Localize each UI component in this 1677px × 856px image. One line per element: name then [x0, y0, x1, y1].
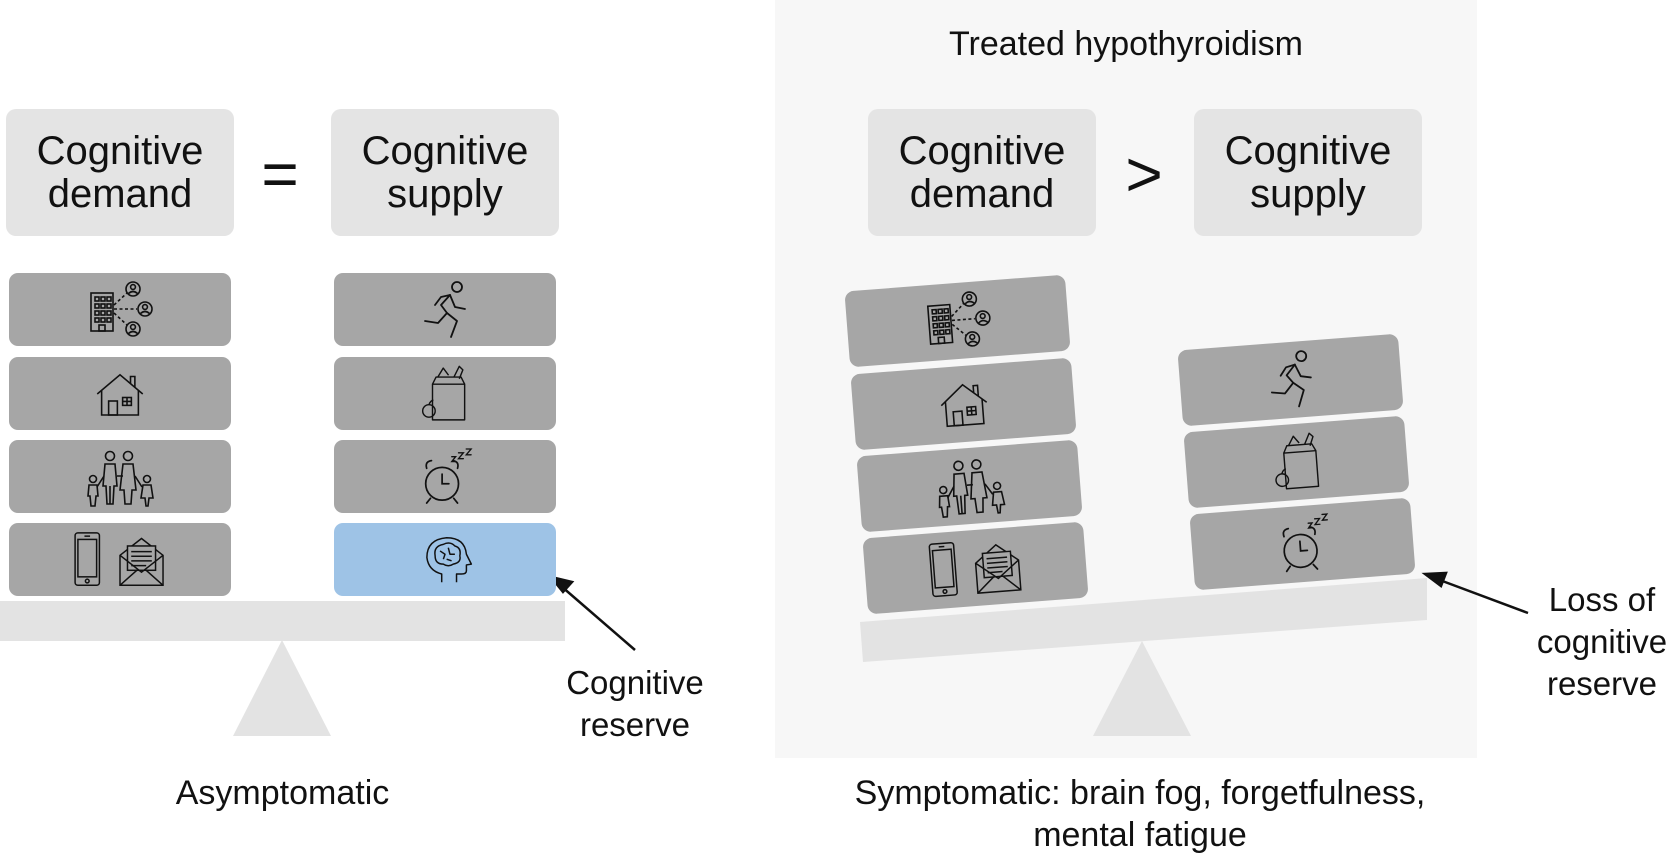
supply-block-nutrition	[334, 357, 556, 430]
label-line: supply	[387, 171, 503, 216]
left-caption: Asymptomatic	[175, 774, 390, 812]
supply-block-sleep	[334, 440, 556, 513]
left-fulcrum	[233, 640, 331, 736]
work-network-icon	[90, 280, 153, 337]
supply-block-cognitive-reserve	[334, 523, 556, 596]
right-greater-than-operator: >	[1125, 138, 1163, 210]
label-line: Cognitive	[1224, 128, 1392, 173]
running-icon	[1267, 349, 1314, 410]
family-icon	[934, 457, 1006, 519]
alarm-clock-icon	[424, 447, 472, 504]
demand-block-family	[9, 440, 231, 513]
brain-head-icon	[426, 536, 473, 583]
cognitive-reserve-annotation: Cognitive reserve	[545, 662, 725, 746]
house-icon	[938, 382, 989, 428]
right-caption: Symptomatic: brain fog, forgetfulness, m…	[800, 772, 1480, 856]
house-icon	[96, 373, 144, 416]
groceries-icon	[421, 365, 466, 421]
label-line: supply	[1250, 171, 1366, 216]
annotation-line: Loss of	[1548, 581, 1656, 618]
annotation-line: Cognitive	[566, 664, 704, 701]
label-line: Cognitive	[898, 128, 1066, 173]
annotation-line: cognitive	[1536, 623, 1668, 660]
groceries-icon	[1271, 432, 1319, 491]
right-seesaw-beam	[860, 578, 1427, 662]
left-annotation-arrow	[547, 574, 636, 651]
left-seesaw-beam	[0, 601, 565, 641]
right-panel-title: Treated hypothyroidism	[948, 25, 1303, 63]
demand-block-home	[9, 357, 231, 430]
annotation-line: reserve	[1546, 665, 1658, 702]
alarm-clock-icon	[1280, 513, 1332, 573]
supply-block-exercise	[334, 273, 556, 346]
label-line: demand	[47, 171, 193, 216]
phone-mail-icon	[74, 531, 164, 586]
family-icon	[87, 450, 154, 507]
annotation-line: reserve	[579, 706, 691, 743]
caption-line: Symptomatic: brain fog, forgetfulness,	[854, 774, 1426, 812]
label-line: Cognitive	[361, 128, 529, 173]
loss-of-reserve-annotation: Loss of cognitive reserve	[1512, 579, 1677, 705]
demand-block-work	[9, 273, 231, 346]
label-line: Cognitive	[36, 128, 204, 173]
right-fulcrum	[1093, 641, 1191, 736]
caption-line: mental fatigue	[1033, 816, 1247, 854]
right-annotation-arrow	[1421, 571, 1529, 615]
running-icon	[424, 280, 466, 338]
phone-mail-icon	[927, 536, 1022, 598]
work-network-icon	[925, 289, 993, 350]
label-line: demand	[909, 171, 1055, 216]
left-equals-operator: =	[261, 138, 299, 210]
demand-block-communication	[9, 523, 231, 596]
